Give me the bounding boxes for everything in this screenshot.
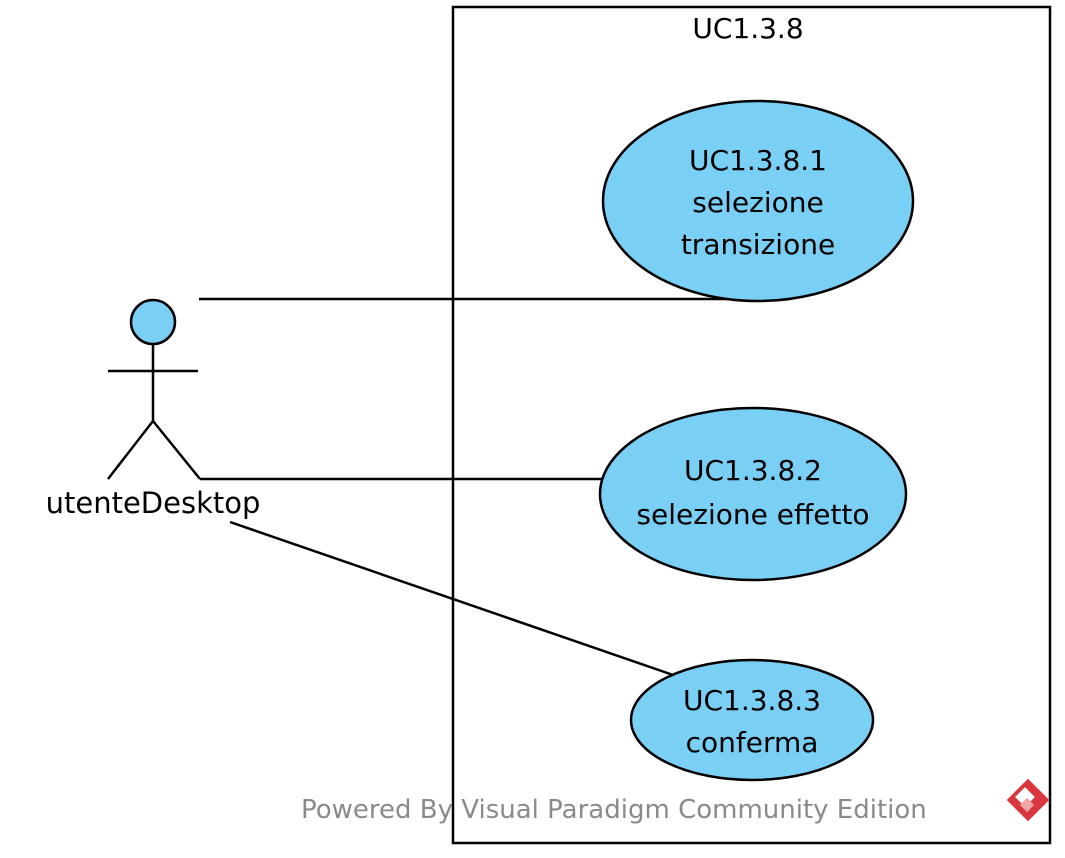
use-case-uc1[interactable]: UC1.3.8.1 selezione transizione xyxy=(601,99,915,303)
actor-name: utenteDesktop xyxy=(46,486,261,520)
association-uc3 xyxy=(229,520,677,678)
system-name: UC1.3.8 xyxy=(692,12,803,45)
actor-leg-right xyxy=(152,420,201,480)
use-case-label-line: UC1.3.8.1 xyxy=(689,144,827,177)
use-case-ellipse xyxy=(601,99,915,303)
use-case-label-line: selezione effetto xyxy=(636,498,869,531)
actor-leg-left xyxy=(107,420,154,480)
use-case-label-line: selezione xyxy=(692,186,823,219)
use-case-label-line: transizione xyxy=(681,228,835,261)
watermark-text: Powered By Visual Paradigm Community Edi… xyxy=(301,795,927,825)
use-case-ellipse xyxy=(598,406,908,582)
actor-utente-desktop[interactable]: utenteDesktop xyxy=(46,298,261,520)
use-case-uc2[interactable]: UC1.3.8.2 selezione effetto xyxy=(598,406,908,582)
use-case-label-line: UC1.3.8.2 xyxy=(684,454,822,487)
use-case-label-line: UC1.3.8.3 xyxy=(683,684,821,717)
use-case-label-line: conferma xyxy=(686,726,819,759)
use-case-ellipse xyxy=(629,658,875,782)
use-case-uc3[interactable]: UC1.3.8.3 conferma xyxy=(629,658,875,782)
actor-head xyxy=(129,298,177,346)
